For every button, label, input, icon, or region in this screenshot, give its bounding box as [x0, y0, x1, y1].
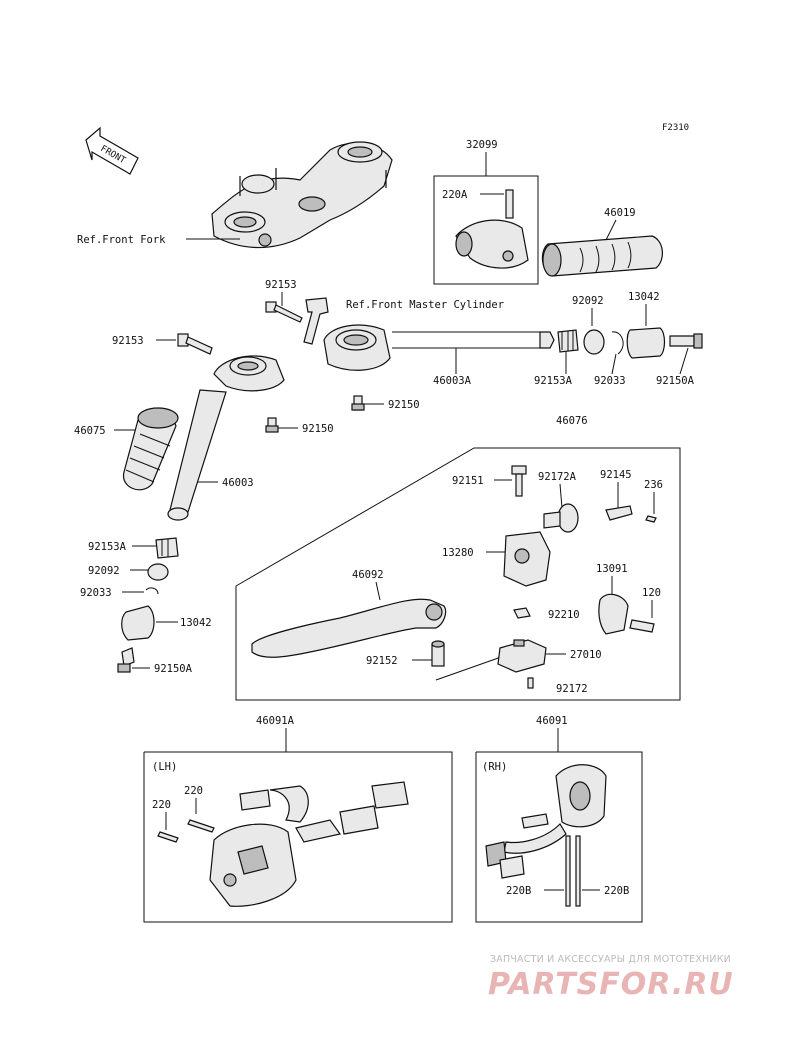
part-92151-label: 92151 [452, 475, 484, 487]
part-46092-label: 46092 [352, 569, 384, 581]
part-92152-label: 92152 [366, 655, 398, 667]
part-220B-a-label: 220B [506, 885, 531, 897]
collar-92152 [431, 640, 445, 667]
part-92153A-top-label: 92153A [534, 375, 573, 387]
part-92150A-left-label: 92150A [154, 663, 193, 675]
part-220-b-label: 220 [152, 799, 171, 811]
clip-bracket [303, 297, 329, 345]
part-13042-top-label: 13042 [628, 291, 660, 303]
part-32099-label: 32099 [466, 139, 498, 151]
part-46091A-label: 46091A [256, 715, 295, 727]
left-switch-housing [157, 781, 409, 907]
rh-label: (RH) [482, 761, 507, 773]
bolt-120 [629, 619, 655, 633]
part-220A-label: 220A [442, 189, 468, 201]
part-236-label: 236 [644, 479, 663, 491]
part-46075-label: 46075 [74, 425, 106, 437]
ref-master-cylinder-label: Ref.Front Master Cylinder [346, 299, 504, 311]
part-46091-label: 46091 [536, 715, 568, 727]
part-92033-top-label: 92033 [594, 375, 626, 387]
front-direction-marker: FRONT [85, 126, 139, 175]
part-92092-left-label: 92092 [88, 565, 120, 577]
bolt-92153-top [265, 301, 303, 323]
part-92210-label: 92210 [548, 609, 580, 621]
ref-front-fork-label: Ref.Front Fork [77, 234, 166, 246]
throttle-housing [455, 189, 529, 269]
upper-triple-clamp [211, 141, 393, 249]
bar-end-parts-right [557, 327, 703, 359]
part-13280-label: 13280 [442, 547, 474, 559]
part-92153-left-label: 92153 [112, 335, 144, 347]
part-120-label: 120 [642, 587, 661, 599]
part-92153-top-label: 92153 [265, 279, 297, 291]
part-46091A-box [143, 751, 453, 923]
part-92145-label: 92145 [600, 469, 632, 481]
part-92172-label: 92172 [556, 683, 588, 695]
right-switch-housing [485, 764, 607, 907]
part-27010-label: 27010 [570, 649, 602, 661]
part-32099-box [433, 175, 539, 285]
right-grip [541, 235, 663, 277]
pivot-bolt-92151 [511, 465, 527, 497]
part-46091-box [475, 751, 643, 923]
part-46003-label: 46003 [222, 477, 254, 489]
part-220-a-label: 220 [184, 785, 203, 797]
watermark-tagline: ЗАПЧАСТИ И АКСЕССУАРЫ ДЛЯ МОТОТЕХНИКИ [490, 954, 731, 965]
lh-label: (LH) [152, 761, 177, 773]
part-92172A-label: 92172A [538, 471, 577, 483]
bolt-92150A-left [117, 647, 135, 673]
screw-92172 [527, 677, 534, 689]
clamp-13091 [598, 593, 629, 635]
part-46076-box [235, 447, 681, 701]
circlip-92033-left [145, 587, 159, 595]
clutch-lever [251, 598, 447, 658]
right-handlebar-clamp [323, 324, 391, 371]
part-46019-label: 46019 [604, 207, 636, 219]
switch-27010 [497, 639, 547, 673]
bar-end-weight-left [155, 537, 179, 559]
bolt-92150-b [265, 417, 279, 433]
left-handlebar [167, 355, 285, 521]
left-grip [123, 407, 179, 491]
figure-code: F2310 [662, 123, 689, 133]
part-13091-label: 13091 [596, 563, 628, 575]
part-92092-top-label: 92092 [572, 295, 604, 307]
damper-92092-left [147, 563, 169, 581]
adjuster-screw [543, 503, 657, 533]
part-46076-label: 46076 [556, 415, 588, 427]
lever-holder [503, 531, 551, 619]
part-92150-b-label: 92150 [302, 423, 334, 435]
part-92153A-left-label: 92153A [88, 541, 127, 553]
bolt-92150-a [351, 395, 365, 411]
part-92033-left-label: 92033 [80, 587, 112, 599]
bolt-92153-left [177, 333, 213, 355]
part-13042-left-label: 13042 [180, 617, 212, 629]
part-220B-b-label: 220B [604, 885, 629, 897]
part-92150A-top-label: 92150A [656, 375, 695, 387]
watermark-logo: PARTSFOR.RU [488, 967, 734, 1002]
part-46003A-label: 46003A [433, 375, 472, 387]
bar-end-13042-left [121, 605, 155, 641]
part-92150-a-label: 92150 [388, 399, 420, 411]
